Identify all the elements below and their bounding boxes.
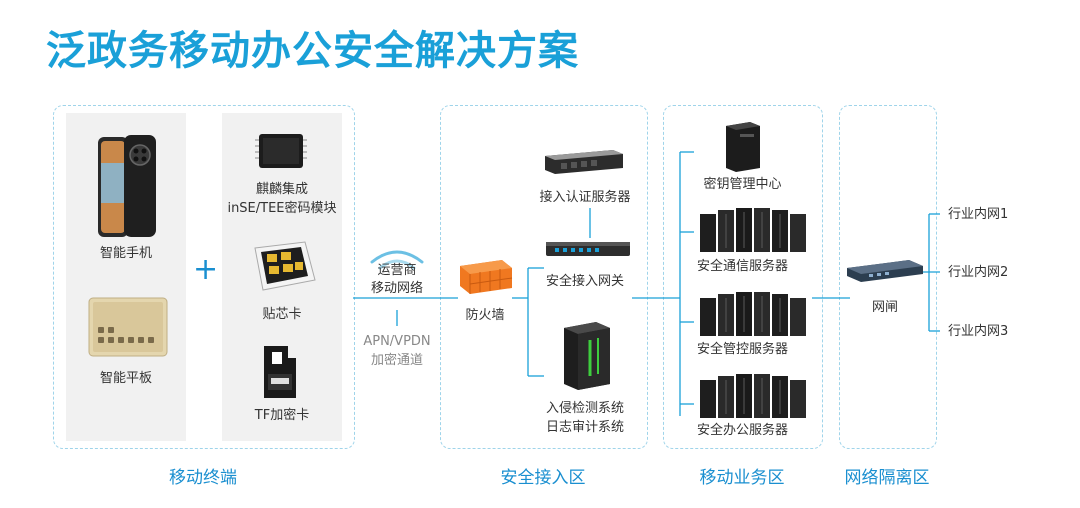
gateway-icon	[546, 242, 630, 256]
auth-server-label: 接入认证服务器	[539, 190, 631, 205]
office-server-label: 安全办公服务器	[696, 423, 788, 438]
zone-label-mobile-business: 移动业务区	[699, 468, 785, 488]
gatekeeper-icon	[847, 260, 923, 282]
ids-server-icon	[564, 322, 610, 390]
carrier-label-line2: 移动网络	[370, 281, 423, 296]
comm-server-icon	[700, 208, 806, 252]
comm-server-label: 安全通信服务器	[696, 259, 788, 274]
gatekeeper-label: 网闸	[871, 300, 898, 315]
sticker-card-icon	[254, 241, 316, 291]
zone-label-network-isolation: 网络隔离区	[844, 468, 930, 488]
page-title: 泛政务移动办公安全解决方案	[46, 28, 579, 74]
vpn-label-line1: APN/VPDN	[363, 334, 431, 349]
zone-secure-access	[440, 105, 648, 449]
ids-label-line2: 日志审计系统	[545, 420, 624, 435]
zone-label-secure-access: 安全接入区	[500, 468, 586, 488]
zone-mobile-business	[663, 105, 823, 449]
smartphone-icon	[98, 135, 156, 237]
tf-card-label: TF加密卡	[254, 408, 310, 423]
zone-label-mobile-terminal: 移动终端	[169, 468, 237, 488]
intranet-1-label: 行业内网1	[948, 207, 1009, 222]
zone-mobile-terminal	[53, 105, 355, 449]
sticker-card-label: 贴芯卡	[262, 307, 302, 322]
auth-server-icon	[545, 150, 623, 174]
intranet-3-label: 行业内网3	[948, 324, 1009, 339]
phone-label: 智能手机	[99, 246, 152, 261]
firewall-label: 防火墙	[465, 308, 505, 323]
tablet-icon	[88, 297, 168, 357]
chip-label-line2: inSE/TEE密码模块	[227, 201, 337, 216]
intranet-2-label: 行业内网2	[948, 265, 1009, 280]
ids-label-line1: 入侵检测系统	[545, 401, 624, 416]
office-server-icon	[700, 374, 806, 418]
tablet-label: 智能平板	[99, 371, 152, 386]
vpn-label-line2: 加密通道	[370, 353, 423, 368]
chip-label-line1: 麒麟集成	[255, 182, 308, 197]
plus-sign: +	[193, 252, 219, 287]
gateway-label: 安全接入网关	[545, 274, 624, 289]
chip-icon	[255, 134, 307, 168]
zone-network-isolation	[839, 105, 937, 449]
key-center-icon	[726, 122, 760, 172]
mgmt-server-icon	[700, 292, 806, 336]
mgmt-server-label: 安全管控服务器	[696, 342, 788, 357]
firewall-icon	[460, 260, 513, 294]
key-center-label: 密钥管理中心	[703, 177, 782, 192]
carrier-label-line1: 运营商	[377, 263, 417, 278]
tf-card-icon	[264, 346, 296, 398]
